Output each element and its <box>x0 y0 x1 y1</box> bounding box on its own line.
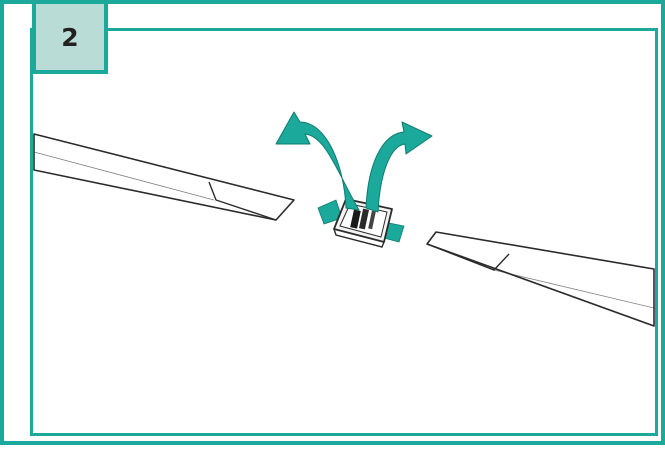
threading-arrows <box>275 111 433 213</box>
strap-buckle-illustration <box>33 111 655 327</box>
right-strap <box>426 231 655 327</box>
right-curved-arrow-icon <box>365 121 433 213</box>
step-badge: 2 <box>32 4 108 74</box>
buckle <box>333 198 393 248</box>
step-number: 2 <box>61 22 79 52</box>
left-strap <box>33 133 295 221</box>
left-curved-arrow-icon <box>275 111 360 211</box>
